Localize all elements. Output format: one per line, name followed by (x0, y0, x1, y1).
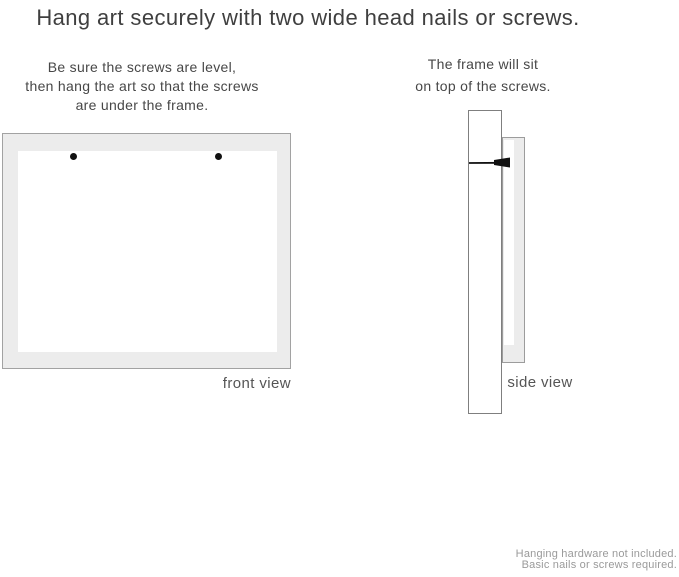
nail-icon (468, 157, 510, 168)
disclaimer-line: Basic nails or screws required. (521, 558, 677, 571)
front-view-instructions: Be sure the screws are level, then hang … (22, 58, 262, 115)
hardware-disclaimer: Hanging hardware not included. Basic nai… (377, 549, 677, 571)
nail-head-left-icon (70, 153, 77, 160)
nail-head-right-icon (215, 153, 222, 160)
front-instruction-line: are under the frame. (75, 97, 209, 113)
side-view-label: side view (507, 374, 573, 391)
page-title: Hang art securely with two wide head nai… (36, 5, 580, 30)
front-view-label: front view (222, 375, 291, 392)
side-view-instructions: The frame will sit on top of the screws. (398, 53, 568, 97)
front-view-frame (2, 133, 291, 369)
front-view-artwork-area (18, 151, 277, 352)
side-instruction-line: The frame will sit (427, 56, 539, 72)
front-instruction-line: then hang the art so that the screws (25, 78, 259, 94)
side-instruction-line: on top of the screws. (415, 78, 551, 94)
front-instruction-line: Be sure the screws are level, (47, 59, 237, 75)
side-view-frame-recess (504, 140, 514, 345)
disclaimer-line: Hanging hardware not included. (515, 548, 677, 560)
side-view-frame (502, 137, 525, 363)
